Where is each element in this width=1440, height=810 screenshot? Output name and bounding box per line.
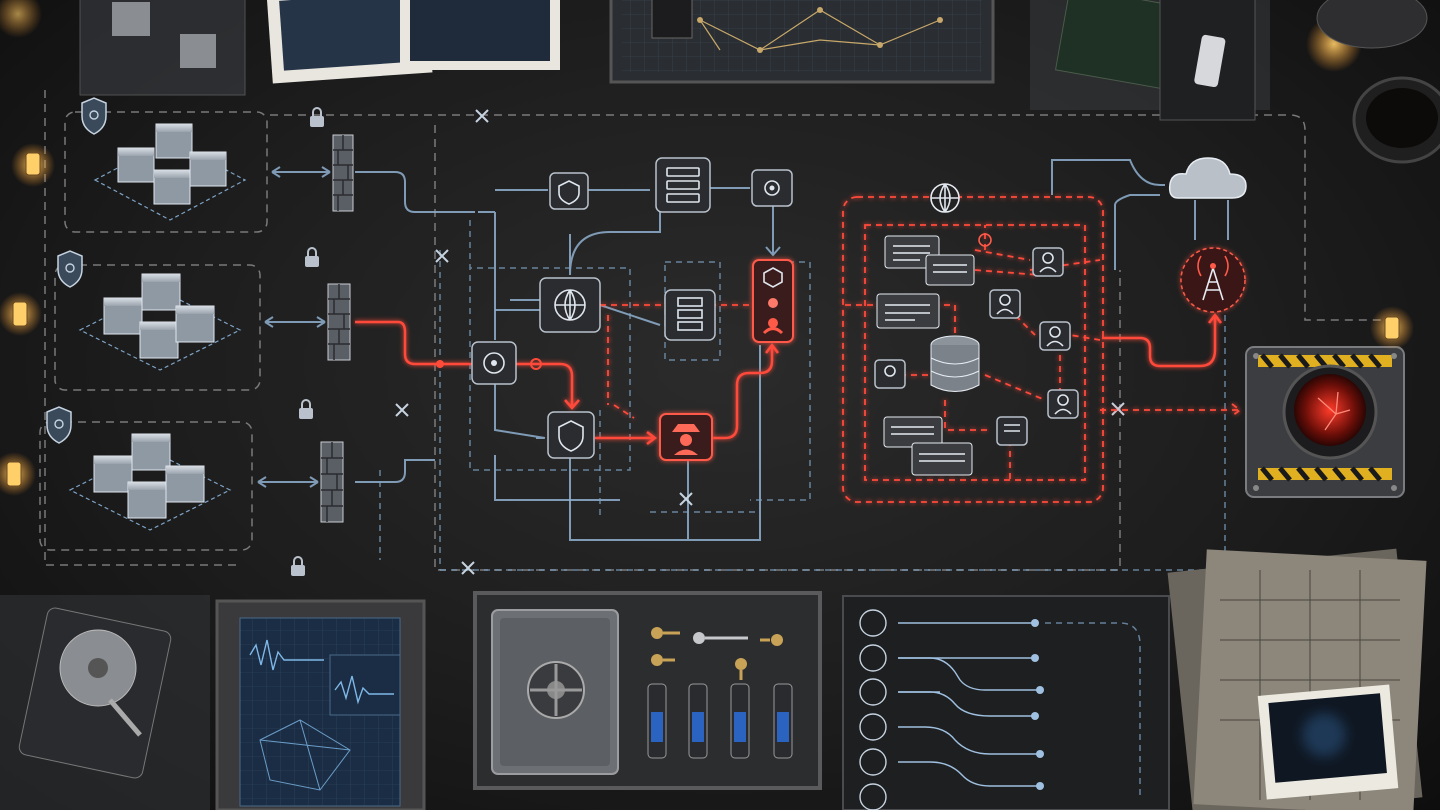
intruder-icon[interactable] — [659, 413, 713, 461]
core-boundary — [434, 125, 1121, 571]
server-zone-3[interactable] — [39, 421, 253, 551]
photo-icon — [79, 0, 560, 96]
lock-icon — [291, 556, 305, 576]
server-cluster-3[interactable] — [68, 433, 232, 531]
cloud-link — [1051, 159, 1165, 195]
vial-icon — [647, 683, 667, 759]
usb-drive-icon — [1030, 0, 1270, 121]
chat-icon[interactable] — [911, 442, 973, 476]
lamps — [0, 0, 1428, 496]
firewall-icon[interactable] — [332, 134, 354, 212]
compromised-zone-boundary[interactable] — [842, 196, 1104, 503]
user-icon[interactable] — [874, 359, 906, 389]
compromised-path — [355, 303, 1242, 445]
lock-icon — [305, 247, 319, 267]
blocked-markers — [395, 109, 1125, 575]
vials — [647, 683, 793, 759]
server-cube — [155, 123, 193, 159]
compromised-zone — [842, 183, 1104, 503]
server-cube — [103, 297, 143, 335]
shield-icon — [57, 250, 83, 288]
chat-icon[interactable] — [996, 416, 1028, 446]
server-zone-2[interactable] — [54, 264, 261, 391]
user-lock-icon[interactable] — [752, 259, 794, 343]
locks — [291, 107, 324, 576]
lock-icon — [310, 107, 324, 127]
key-icon — [651, 627, 783, 680]
server-cluster-1[interactable] — [93, 123, 247, 221]
chat-icon[interactable] — [925, 254, 975, 286]
user-icon[interactable] — [1047, 389, 1079, 419]
shield-icon — [81, 97, 107, 135]
core-nodes — [471, 157, 794, 461]
alert-icon — [978, 233, 992, 247]
lamp-icon — [11, 143, 55, 187]
firewalls — [257, 134, 354, 523]
monitor-icon — [215, 599, 426, 810]
server-cluster-2[interactable] — [78, 273, 242, 371]
globe-icon[interactable] — [539, 277, 601, 333]
server-cube — [175, 305, 215, 343]
server-cube — [189, 151, 227, 187]
vial-icon — [773, 683, 793, 759]
user-icon[interactable] — [1039, 321, 1071, 351]
cloud-icon[interactable] — [1168, 157, 1247, 199]
user-list-icon — [842, 595, 1170, 810]
top-props — [79, 0, 1440, 164]
firewall-icon[interactable] — [327, 283, 351, 361]
blueprint-icon — [1167, 548, 1427, 810]
lock-icon — [299, 399, 313, 419]
user-icon[interactable] — [1032, 247, 1064, 277]
server-cube — [127, 481, 167, 519]
server-cube — [141, 273, 181, 311]
shield-check-icon[interactable] — [547, 411, 595, 459]
lamp-icon — [0, 0, 42, 38]
server-cube — [131, 433, 171, 471]
vial-icon — [688, 683, 708, 759]
network-hub-icon[interactable] — [471, 341, 517, 385]
server-cube — [117, 147, 155, 183]
server-rack-icon[interactable] — [655, 157, 711, 213]
shield-icon — [46, 406, 72, 444]
shield-node-icon[interactable] — [549, 172, 589, 210]
bottom-props — [0, 548, 1427, 810]
photo-icon — [1257, 684, 1399, 800]
coffee-mug-icon — [1352, 76, 1440, 164]
attack-entry-path — [355, 320, 472, 366]
user-icon[interactable] — [989, 289, 1021, 319]
zone-3-link — [257, 476, 319, 488]
server-cube — [165, 465, 205, 503]
server-zone-1[interactable] — [64, 111, 268, 233]
external-endpoints — [1168, 157, 1405, 498]
lamp-icon — [1306, 0, 1428, 72]
globe-icon[interactable] — [930, 183, 960, 213]
outer-boundaries — [44, 90, 1390, 571]
server-cube — [93, 455, 133, 493]
radio-tower-icon[interactable] — [1180, 247, 1246, 313]
left-zone-boundary — [44, 90, 240, 566]
zone-1-link — [271, 166, 331, 178]
kill-switch-icon[interactable] — [1245, 346, 1405, 498]
database-icon[interactable] — [930, 335, 980, 392]
zone-2-link — [264, 316, 326, 328]
chat-icon[interactable] — [876, 293, 940, 329]
gear-node-icon[interactable] — [751, 169, 793, 207]
server-cube — [139, 321, 179, 359]
server-zones — [39, 97, 268, 551]
lamp-icon — [1370, 306, 1414, 350]
server-cube — [153, 169, 191, 205]
inner-zone — [864, 224, 1086, 481]
lamp-icon — [0, 292, 42, 336]
hard-drive-icon — [0, 595, 210, 810]
firewall-icon[interactable] — [320, 441, 344, 523]
vial-icon — [730, 683, 750, 759]
lamp-icon — [0, 452, 36, 496]
blueprint-icon — [609, 0, 995, 84]
server-icon[interactable] — [664, 289, 716, 341]
